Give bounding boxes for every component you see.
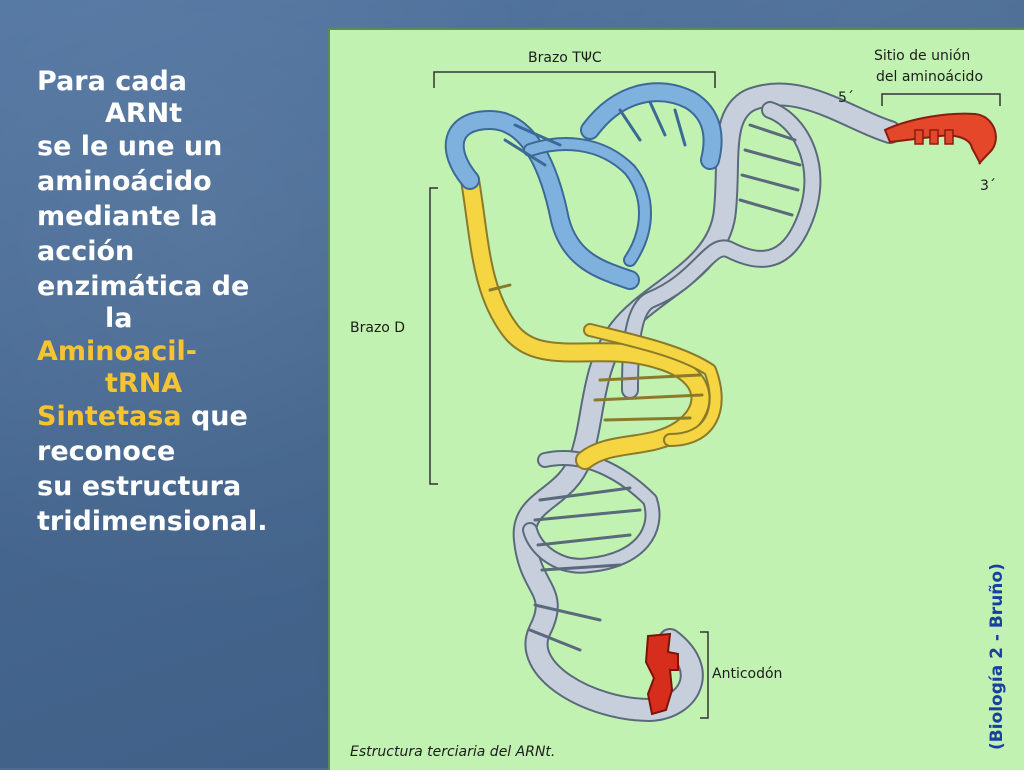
- tpsi-arm: [444, 82, 723, 290]
- image-credit: (Biología 2 - Bruño): [987, 563, 1007, 750]
- text-line: aminoácido: [37, 166, 212, 197]
- text-line: tridimensional.: [37, 506, 268, 537]
- text-line: ARNt: [105, 98, 183, 129]
- text-line: mediante la: [37, 201, 218, 232]
- binding-site-label-1: Sitio de unión: [874, 48, 970, 64]
- acceptor-end: [883, 112, 997, 165]
- three-prime-label: 3´: [980, 178, 996, 194]
- slide-text: Para cada ARNt se le une un aminoácido m…: [37, 64, 327, 539]
- d-arm: [460, 170, 723, 470]
- enzyme-name-line-1: Aminoacil-: [37, 336, 197, 367]
- text-line: Para cada: [37, 66, 187, 97]
- five-prime-label: 5´: [838, 90, 854, 106]
- enzyme-name-line-2: tRNA: [105, 368, 183, 399]
- trna-diagram-panel: Brazo TΨC Sitio de unión del aminoácido …: [328, 28, 1024, 770]
- text-fragment: que: [181, 401, 248, 432]
- text-line: enzimática de: [37, 271, 250, 302]
- binding-site-bracket: [881, 93, 1001, 106]
- text-line: se le une un: [37, 131, 223, 162]
- text-line: acción: [37, 236, 135, 267]
- trna-diagram: Brazo TΨC Sitio de unión del aminoácido …: [350, 48, 1007, 760]
- text-line: reconoce: [37, 436, 176, 467]
- anticodon-label: Anticodón: [712, 666, 782, 682]
- enzyme-name-line-3: Sintetasa que: [37, 399, 327, 434]
- tpsi-arm-bracket: [433, 71, 716, 88]
- text-line: la: [105, 303, 133, 334]
- tpsi-arm-label: Brazo TΨC: [528, 50, 602, 66]
- diagram-caption: Estructura terciaria del ARNt.: [350, 744, 555, 760]
- text-line: su estructura: [37, 471, 242, 502]
- enzyme-name-highlight: Sintetasa: [37, 401, 182, 432]
- d-arm-bracket: [429, 187, 438, 485]
- d-arm-label: Brazo D: [350, 320, 405, 336]
- anticodon-bracket: [700, 631, 709, 719]
- binding-site-label-2: del aminoácido: [876, 69, 983, 85]
- anticodon: [644, 632, 679, 716]
